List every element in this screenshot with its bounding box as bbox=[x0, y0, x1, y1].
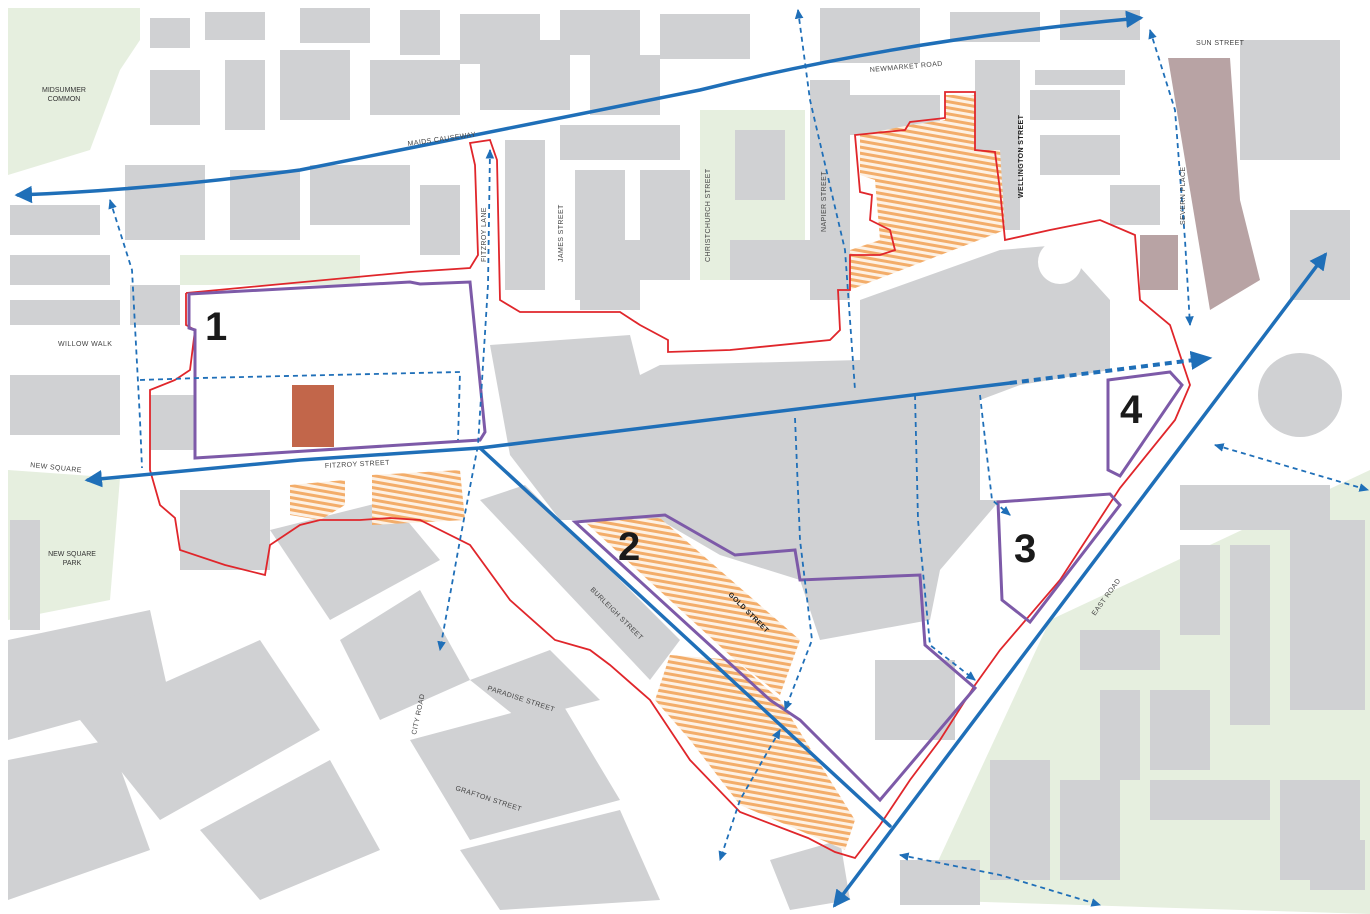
willow-walk-label: WILLOW WALK bbox=[58, 341, 112, 348]
hatch-fitzroy-west bbox=[290, 480, 345, 520]
fitzroy-street-label: FITZROY STREET bbox=[325, 460, 391, 470]
james-street-label: JAMES STREET bbox=[558, 204, 565, 262]
napier-street-label: NAPIER STREET bbox=[821, 171, 828, 232]
new-square-park-label-1: NEW SQUARE bbox=[48, 551, 96, 558]
site-1-outline bbox=[187, 280, 487, 460]
severn-place-label: SEVERN PLACE bbox=[1180, 167, 1187, 226]
midsummer-label-1: MIDSUMMER bbox=[42, 87, 86, 94]
site-1-label: 1 bbox=[205, 305, 227, 349]
east-road-route bbox=[832, 252, 1328, 908]
hatch-fitzroy-east bbox=[372, 470, 465, 525]
fitzroy-street-route bbox=[84, 381, 1012, 488]
site-3-label: 3 bbox=[1014, 527, 1036, 571]
area-labels: MIDSUMMER COMMON NEW SQUARE PARK bbox=[42, 87, 96, 567]
maids-causeway-route bbox=[14, 10, 1144, 204]
fitzroy-lane-label: FITZROY LANE bbox=[481, 207, 488, 262]
roundabout bbox=[1258, 353, 1342, 437]
new-square-park-label-2: PARK bbox=[63, 560, 82, 567]
primary-routes bbox=[14, 10, 1328, 908]
fitzroy-green bbox=[180, 255, 360, 285]
site-4-label: 4 bbox=[1120, 388, 1143, 432]
maids-causeway-label: MAIDS CAUSEWAY bbox=[407, 131, 476, 148]
site-2-label: 2 bbox=[618, 525, 640, 569]
site-numbers: 1 2 3 4 bbox=[205, 305, 1143, 571]
midsummer-label-2: COMMON bbox=[48, 96, 81, 103]
sun-street-label: SUN STREET bbox=[1196, 40, 1245, 47]
highlight-building bbox=[292, 385, 334, 447]
burleigh-street-route bbox=[478, 446, 892, 828]
wellington-street-label: WELLINGTON STREET bbox=[1018, 114, 1025, 198]
secondary-routes bbox=[108, 8, 1370, 907]
christchurch-street-label: CHRISTCHURCH STREET bbox=[705, 168, 712, 262]
hatch-gold-street bbox=[585, 518, 800, 695]
